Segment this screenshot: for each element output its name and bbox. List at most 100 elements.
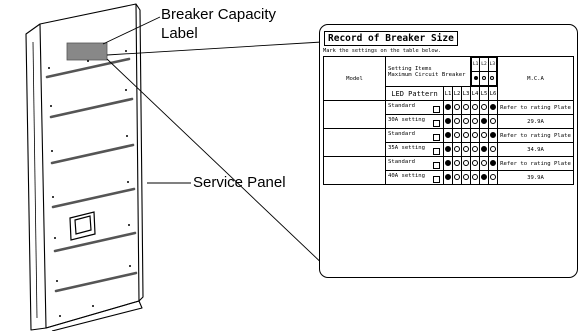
led-state-cell [461, 142, 471, 157]
led-state-cell [479, 100, 489, 115]
led-state-cell [488, 114, 498, 129]
led-on-icon [481, 174, 487, 181]
top-led-label: L3 [487, 57, 497, 72]
setting-label: 35A setting [388, 144, 426, 151]
model-cell[interactable] [323, 128, 386, 157]
led-off-icon [472, 132, 478, 139]
table-row: Standard Refer to rating Plate [323, 156, 574, 185]
led-on-icon [490, 104, 496, 111]
led-state-cell [461, 170, 471, 185]
top-led-state [479, 71, 489, 86]
breaker-size-table: Model Setting Items Maximum Circuit Brea… [323, 56, 574, 185]
setting-cell: 35A setting [385, 142, 444, 157]
checkbox-icon[interactable] [433, 147, 440, 155]
led-off-icon [481, 132, 487, 139]
led-state-cell [443, 100, 453, 115]
setting-cell: Standard [385, 156, 444, 171]
led-state-cell [479, 170, 489, 185]
record-instruction: Mark the settings on the table below. [323, 48, 441, 54]
led-state-cell [452, 114, 462, 129]
mca-cell: Refer to rating Plate [497, 100, 574, 115]
led-off-icon [481, 75, 486, 80]
led-state-cell [461, 114, 471, 129]
checkbox-icon[interactable] [433, 133, 440, 141]
setting-label: Standard [388, 158, 415, 165]
model-cell[interactable] [323, 156, 386, 185]
led-on-icon [445, 174, 451, 181]
led-off-icon [454, 132, 460, 139]
record-title: Record of Breaker Size [324, 31, 458, 46]
table-row: Standard Refer to rating Plate [323, 100, 574, 129]
led-off-icon [463, 146, 469, 153]
led-state-cell [479, 128, 489, 143]
led-state-cell [488, 100, 498, 115]
led-off-icon [454, 104, 460, 111]
led-state-cell [443, 156, 453, 171]
led-state-cell [452, 142, 462, 157]
led-on-icon [445, 104, 451, 111]
led-off-icon [472, 104, 478, 111]
led-state-cell [461, 100, 471, 115]
setting-label: 40A setting [388, 172, 426, 179]
led-off-icon [463, 118, 469, 125]
mca-header: M.C.A [497, 56, 574, 101]
checkbox-icon[interactable] [433, 175, 440, 183]
led-pattern-header: LED Pattern [385, 86, 444, 101]
led-off-icon [490, 174, 496, 181]
led-on-icon [490, 160, 496, 167]
led-state-cell [452, 128, 462, 143]
led-column-header: L3 [461, 86, 471, 101]
setting-label: Standard [388, 102, 415, 109]
checkbox-icon[interactable] [433, 105, 440, 113]
setting-cell: Standard [385, 128, 444, 143]
led-state-cell [488, 128, 498, 143]
setting-cell: 30A setting [385, 114, 444, 129]
setting-items-header: Setting Items Maximum Circuit Breaker [385, 56, 471, 87]
led-state-cell [470, 100, 480, 115]
led-off-icon [481, 160, 487, 167]
led-state-cell [479, 156, 489, 171]
led-on-icon [445, 118, 451, 125]
led-off-icon [472, 174, 478, 181]
led-state-cell [470, 114, 480, 129]
led-column-header: L4 [470, 86, 480, 101]
setting-cell: 40A setting [385, 170, 444, 185]
led-off-icon [490, 75, 495, 80]
checkbox-icon[interactable] [433, 119, 440, 127]
led-off-icon [490, 118, 496, 125]
led-off-icon [472, 146, 478, 153]
led-on-icon [445, 160, 451, 167]
setting-cell: Standard [385, 100, 444, 115]
led-state-cell [470, 142, 480, 157]
checkbox-icon[interactable] [433, 161, 440, 169]
breaker-capacity-label-callout-line2: Label [161, 25, 198, 42]
led-off-icon [454, 118, 460, 125]
led-off-icon [472, 160, 478, 167]
mca-cell: Refer to rating Plate [497, 156, 574, 171]
setting-label: 30A setting [388, 116, 426, 123]
top-led-state [487, 71, 497, 86]
led-off-icon [463, 160, 469, 167]
led-on-icon [445, 132, 451, 139]
mca-cell: 29.9A [497, 114, 574, 129]
service-panel-callout: Service Panel [193, 174, 286, 191]
led-off-icon [481, 104, 487, 111]
led-state-cell [443, 142, 453, 157]
top-led-label: L1 [471, 57, 481, 72]
led-state-cell [470, 170, 480, 185]
led-state-cell [452, 156, 462, 171]
led-off-icon [490, 146, 496, 153]
top-led-label: L2 [479, 57, 489, 72]
led-state-cell [488, 170, 498, 185]
led-off-icon [463, 132, 469, 139]
led-column-header: L5 [479, 86, 489, 101]
led-off-icon [472, 118, 478, 125]
mca-cell: 34.9A [497, 142, 574, 157]
model-cell[interactable] [323, 100, 386, 129]
led-state-cell [461, 156, 471, 171]
led-on-icon [490, 132, 496, 139]
